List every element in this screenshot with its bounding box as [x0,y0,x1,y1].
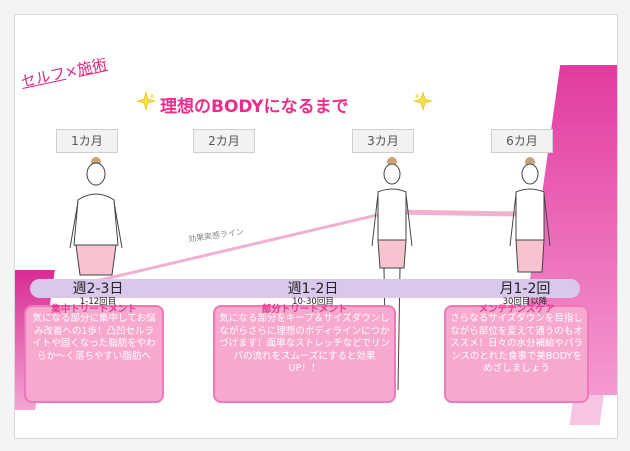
frequency-label: 月1-2回 [499,281,551,297]
sparkle-icon [413,91,433,111]
sparkle-icon [136,91,156,111]
stage-card: 部分トリートメント 気になる部分をキープ＆サイズダウンしながらさらに理想のボディ… [213,304,396,403]
body-figure [69,157,123,276]
stage-card: メンテナンスケア さらなるサイズダウンを目指しながら部位を変えて通うのもオススメ… [444,304,589,403]
stage-heading: 集中トリートメント [51,304,137,315]
stage-text: さらなるサイズダウンを目指しながら部位を変えて通うのもオススメ！日々の水分補給や… [450,313,584,374]
count-label: 10-30回目 [292,297,334,307]
timeline-band [30,279,580,298]
count-label: 1-12回目 [79,297,117,307]
stage-text: 気になる部分に集中してお悩み改善への1歩！凸凹セルライトや固くなった脂肪をやわら… [32,313,156,362]
page-title: 理想のBODYになるまで [160,97,349,117]
count-label: 30回目以降 [502,297,548,307]
month-label: 2カ月 [193,129,255,153]
frequency-label: 週1-2日 [287,281,339,297]
stage-heading: 部分トリートメント [261,304,348,315]
body-figure [509,157,551,273]
stage-card: 集中トリートメント 気になる部分に集中してお悩み改善への1歩！凸凹セルライトや固… [24,304,164,403]
frequency-label: 週2-3日 [72,281,124,297]
month-label: 1カ月 [56,129,118,153]
month-label: 6カ月 [491,129,553,153]
stage-heading: メンテナンスケア [478,304,555,315]
month-label: 3カ月 [352,129,414,153]
stage-text: 気になる部分をキープ＆サイズダウンしながらさらに理想のボディラインにつかづけます… [219,313,390,374]
body-figure [371,157,413,391]
